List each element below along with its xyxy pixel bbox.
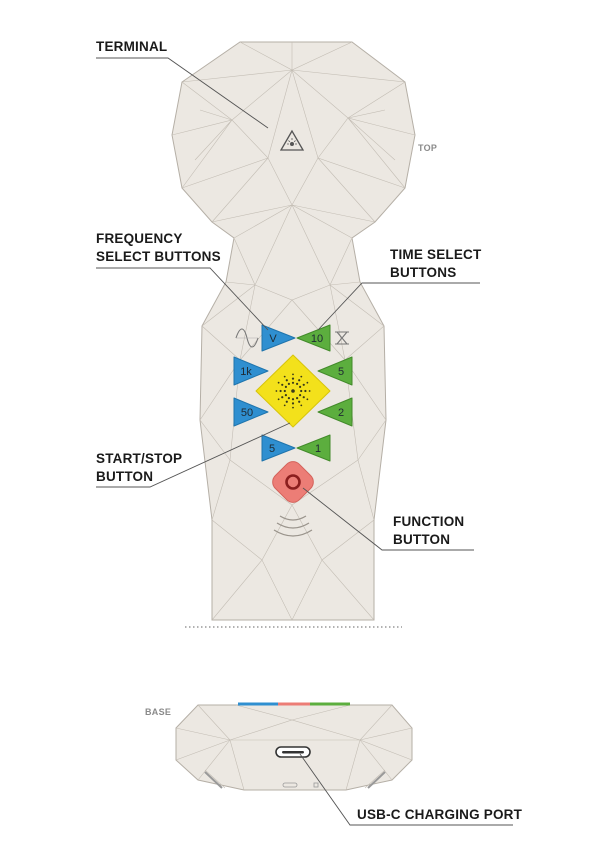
starburst-dot: [298, 400, 301, 403]
usb-c-label: USB-C CHARGING PORT: [357, 807, 523, 822]
frequency-button-1k[interactable]: 1k: [233, 356, 269, 386]
time-button-1-label: 1: [315, 443, 321, 455]
starburst-dot: [302, 383, 305, 386]
starburst-dot: [298, 379, 301, 382]
starburst-dot: [283, 389, 286, 393]
starburst-dot: [277, 398, 280, 401]
terminal-label: TERMINAL: [96, 39, 168, 54]
starburst-dot: [306, 381, 309, 384]
starburst-dot: [284, 394, 287, 397]
frequency-button-50-label: 50: [241, 407, 253, 419]
start-stop-label-line1: START/STOP: [96, 451, 183, 466]
starburst-icon: [275, 373, 311, 409]
time-button-2-label: 2: [338, 407, 344, 419]
starburst-dot: [285, 400, 288, 403]
starburst-dot: [302, 396, 305, 399]
time-button-10[interactable]: 10: [296, 324, 331, 352]
frequency-button-1k-label: 1k: [240, 366, 252, 378]
leader-lines: [96, 57, 513, 826]
frequency-select-label-line2: SELECT BUTTONS: [96, 249, 221, 264]
time-select-label-line1: TIME SELECT: [390, 247, 482, 262]
function-label-line1: FUNCTION: [393, 514, 465, 529]
function-button[interactable]: [269, 458, 317, 506]
starburst-dot: [300, 389, 303, 393]
usb-c-port-icon[interactable]: [275, 746, 311, 758]
starburst-dot: [291, 402, 295, 405]
frequency-leader: [96, 267, 269, 331]
starburst-dot: [287, 397, 290, 400]
base-label: BASE: [145, 707, 172, 717]
starburst-dot: [291, 381, 295, 384]
starburst-dot: [306, 398, 309, 401]
top-label: TOP: [418, 143, 438, 153]
start-leader: [96, 422, 291, 488]
start-stop-button[interactable]: [255, 354, 331, 428]
starburst-dot: [292, 406, 294, 409]
frequency-select-label: FREQUENCY SELECT BUTTONS: [96, 230, 221, 266]
frequency-button-v[interactable]: V: [261, 324, 296, 352]
starburst-dot: [281, 396, 284, 399]
device-body: [171, 41, 416, 621]
function-label-line2: BUTTON: [393, 532, 451, 547]
hourglass-icon: [335, 331, 349, 345]
starburst-dot: [283, 404, 286, 407]
time-button-2[interactable]: 2: [317, 397, 353, 427]
time-button-5-label: 5: [338, 366, 344, 378]
starburst-center: [291, 389, 295, 393]
starburst-dot: [279, 389, 282, 393]
terminal-leader: [96, 57, 269, 129]
frequency-button-5[interactable]: 5: [261, 434, 296, 462]
sine-wave-icon: [235, 328, 259, 348]
starburst-dot: [300, 375, 303, 378]
starburst-dot: [275, 390, 278, 392]
frequency-select-label-line1: FREQUENCY: [96, 231, 183, 246]
starburst-dot: [292, 373, 294, 376]
starburst-dot: [299, 394, 302, 397]
starburst-dot: [299, 385, 302, 388]
time-select-label-line2: BUTTONS: [390, 265, 457, 280]
starburst-dot: [291, 398, 295, 401]
start-stop-label-line2: BUTTON: [96, 469, 154, 484]
starburst-dot: [285, 379, 288, 382]
starburst-dot: [296, 397, 299, 400]
function-leader: [302, 487, 474, 551]
frequency-button-50[interactable]: 50: [233, 397, 269, 427]
starburst-dot: [281, 383, 284, 386]
function-label: FUNCTION BUTTON: [393, 513, 464, 549]
vibration-icon: [273, 515, 313, 537]
starburst-dot: [287, 382, 290, 385]
starburst-dot: [284, 385, 287, 388]
frequency-button-5-label: 5: [269, 443, 275, 455]
power-ring-icon: [285, 474, 301, 490]
frequency-button-v-label: V: [269, 333, 277, 345]
starburst-dot: [296, 382, 299, 385]
time-button-1[interactable]: 1: [296, 434, 331, 462]
starburst-dot: [291, 377, 295, 380]
laser-warning-icon: [279, 129, 305, 151]
starburst-dot: [283, 375, 286, 378]
time-select-label: TIME SELECT BUTTONS: [390, 246, 481, 282]
starburst-dot: [277, 381, 280, 384]
starburst-dot: [304, 389, 307, 393]
time-button-10-label: 10: [311, 333, 323, 345]
starburst-dot: [300, 404, 303, 407]
time-leader: [317, 282, 480, 331]
usb-leader: [299, 753, 513, 826]
time-button-5[interactable]: 5: [317, 356, 353, 386]
starburst-dot: [308, 390, 311, 392]
start-stop-label: START/STOP BUTTON: [96, 450, 182, 486]
